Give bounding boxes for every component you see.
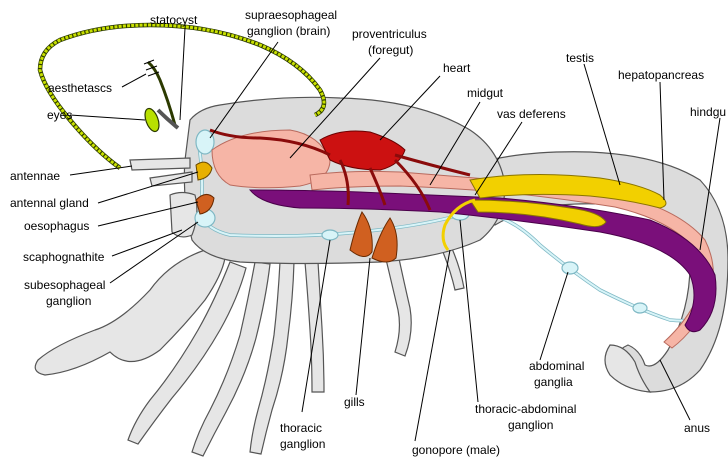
abdominal-ganglion-1 bbox=[562, 262, 578, 274]
label-vas-deferens: vas deferens bbox=[497, 107, 566, 121]
supraesophageal-ganglion bbox=[196, 130, 214, 154]
label-aesthetascs: aesthetascs bbox=[48, 81, 112, 95]
leader-antennae bbox=[70, 166, 132, 175]
label-supraesophageal-1: supraesophageal bbox=[245, 8, 337, 22]
eye-stalk bbox=[158, 110, 178, 128]
label-heart: heart bbox=[443, 61, 471, 75]
label-anus: anus bbox=[684, 421, 710, 435]
leader-statocyst bbox=[180, 28, 185, 120]
label-gills: gills bbox=[344, 395, 365, 409]
label-proventriculus-2: (foregut) bbox=[368, 43, 413, 57]
label-scaphognathite: scaphognathite bbox=[23, 250, 105, 264]
label-hepatopancreas: hepatopancreas bbox=[618, 68, 704, 82]
leader-eyes bbox=[70, 115, 145, 120]
label-eyes: eyes bbox=[47, 108, 72, 122]
label-antennal-gland: antennal gland bbox=[10, 196, 89, 210]
mouthparts bbox=[170, 193, 197, 237]
walking-legs bbox=[35, 244, 464, 456]
leader-gonopore bbox=[415, 250, 450, 441]
label-oesophagus: oesophagus bbox=[24, 219, 89, 233]
leg-5 bbox=[385, 254, 411, 356]
abdominal-ganglion-2 bbox=[633, 303, 647, 313]
label-thoracic-ganglion-2: ganglion bbox=[280, 437, 325, 451]
leg-4 bbox=[305, 262, 324, 392]
label-statocyst: statocyst bbox=[150, 13, 198, 27]
leader-thoracic-abdominal bbox=[460, 220, 478, 402]
label-thoracic-abdominal-2: ganglion bbox=[508, 418, 553, 432]
label-subesophageal-1: subesophageal bbox=[24, 278, 105, 292]
label-gonopore: gonopore (male) bbox=[412, 443, 500, 457]
label-supraesophageal-2: ganglion (brain) bbox=[247, 24, 330, 38]
label-abdominal-ganglia-1: abdominal bbox=[529, 359, 584, 373]
label-midgut: midgut bbox=[467, 86, 504, 100]
leader-gills bbox=[356, 258, 370, 395]
label-antennae: antennae bbox=[10, 169, 60, 183]
leader-abdominal-ganglia bbox=[540, 272, 568, 360]
label-hindgut: hindgu bbox=[690, 105, 726, 119]
label-proventriculus-1: proventriculus bbox=[352, 27, 427, 41]
leader-aesthetascs bbox=[122, 74, 146, 87]
label-thoracic-abdominal-1: thoracic-abdominal bbox=[475, 402, 576, 416]
label-testis: testis bbox=[566, 51, 594, 65]
leader-scaphognathite bbox=[112, 230, 182, 256]
label-abdominal-ganglia-2: ganglia bbox=[534, 375, 573, 389]
antennule-base bbox=[130, 158, 190, 170]
label-subesophageal-2: ganglion bbox=[46, 294, 91, 308]
thoracic-ganglion bbox=[322, 230, 338, 240]
label-thoracic-ganglion-1: thoracic bbox=[280, 421, 322, 435]
